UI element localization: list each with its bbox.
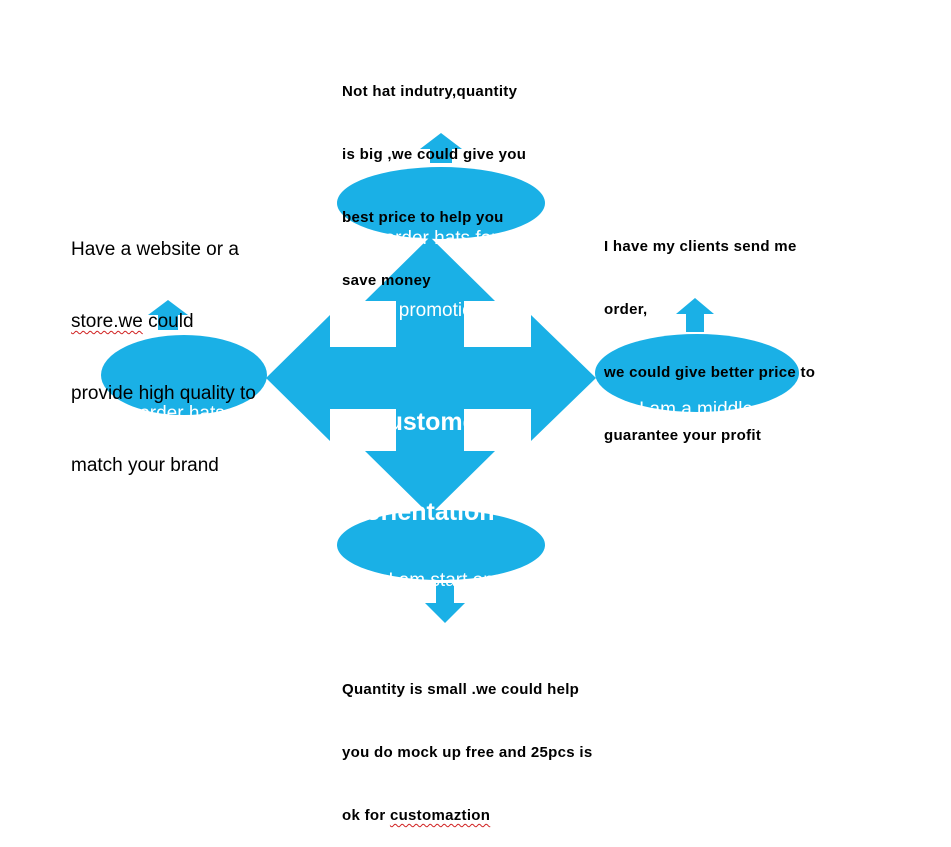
bubble-bottom-label: I am start on hat business	[338, 521, 544, 689]
note-bottom-line3: ok for customaztion	[342, 805, 593, 826]
bubble-right-label: I am a middle men	[596, 350, 796, 518]
center-label: customer orientation	[330, 347, 530, 557]
note-bottom-line2: you do mock up free and 25pcs is	[342, 744, 593, 761]
bubble-bottom-shape	[337, 510, 545, 580]
bubble-bottom-line1: I am start on	[388, 570, 494, 591]
bubble-right-line1: I am a middle	[638, 399, 754, 420]
bubble-left-shape	[101, 335, 267, 415]
note-right-line4: guarantee your profit	[604, 427, 762, 444]
down-arrow-bottom	[425, 583, 465, 623]
note-bottom-line1: Quantity is small .we could help	[342, 681, 580, 698]
up-arrow-right	[676, 298, 714, 332]
up-arrow-top	[420, 133, 462, 163]
note-top-line3: best price to help you	[342, 209, 504, 226]
four-way-arrow	[266, 237, 596, 515]
note-top: Not hat indutry,quantity is big ,we coul…	[342, 39, 526, 312]
note-right-line3: we could give better price to	[604, 364, 816, 381]
note-bottom: Quantity is small .we could help you do …	[342, 637, 593, 847]
note-top-line2: is big ,we could give you	[342, 146, 527, 163]
bubble-right-shape	[595, 334, 799, 412]
center-label-line1: customer	[373, 408, 487, 436]
note-left-line1: Have a website or a	[71, 239, 239, 260]
bubble-left-line2: for sale	[148, 475, 216, 496]
note-left-line4: match your brand	[71, 455, 219, 476]
note-bottom-misspelled-word: customaztion	[389, 807, 491, 824]
diagram-canvas	[101, 133, 799, 623]
note-left: Have a website or a store.we could provi…	[71, 190, 256, 502]
note-right-line1: I have my clients send me	[604, 238, 797, 255]
note-left-line3: provide high quality to	[71, 383, 256, 404]
bubble-top-line1: order hats for	[384, 228, 498, 249]
bubble-right-line2: men	[677, 471, 715, 492]
up-arrow-left	[148, 300, 188, 330]
note-left-line2: store.we could	[71, 310, 256, 334]
bubble-top-line2: promotion	[398, 300, 484, 321]
note-top-line1: Not hat indutry,quantity	[342, 83, 518, 100]
note-left-misspelled-word: store.we	[71, 311, 143, 332]
note-right: I have my clients send me order, we coul…	[604, 194, 815, 467]
note-top-line4: save money	[342, 272, 431, 289]
bubble-left-line1: order hats	[139, 403, 225, 424]
bubble-left-label: order hats for sale	[102, 354, 262, 522]
bubble-top-label: order hats for promotion	[338, 179, 544, 347]
bubble-bottom-line2: hat business	[385, 642, 497, 663]
bubble-top-shape	[337, 167, 545, 239]
note-right-line2: order,	[604, 301, 648, 318]
note-left-line2-rest: could	[142, 311, 194, 332]
center-label-line2: orientation	[365, 498, 495, 526]
note-bottom-line3-pre: ok for	[342, 807, 390, 824]
